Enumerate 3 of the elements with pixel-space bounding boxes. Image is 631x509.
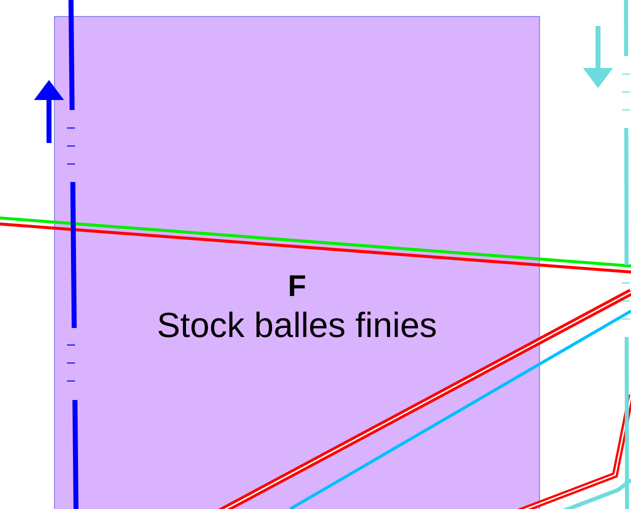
process-box — [54, 16, 540, 509]
box-label: Stock balles finies — [156, 306, 438, 346]
box-heading: F — [288, 269, 306, 305]
